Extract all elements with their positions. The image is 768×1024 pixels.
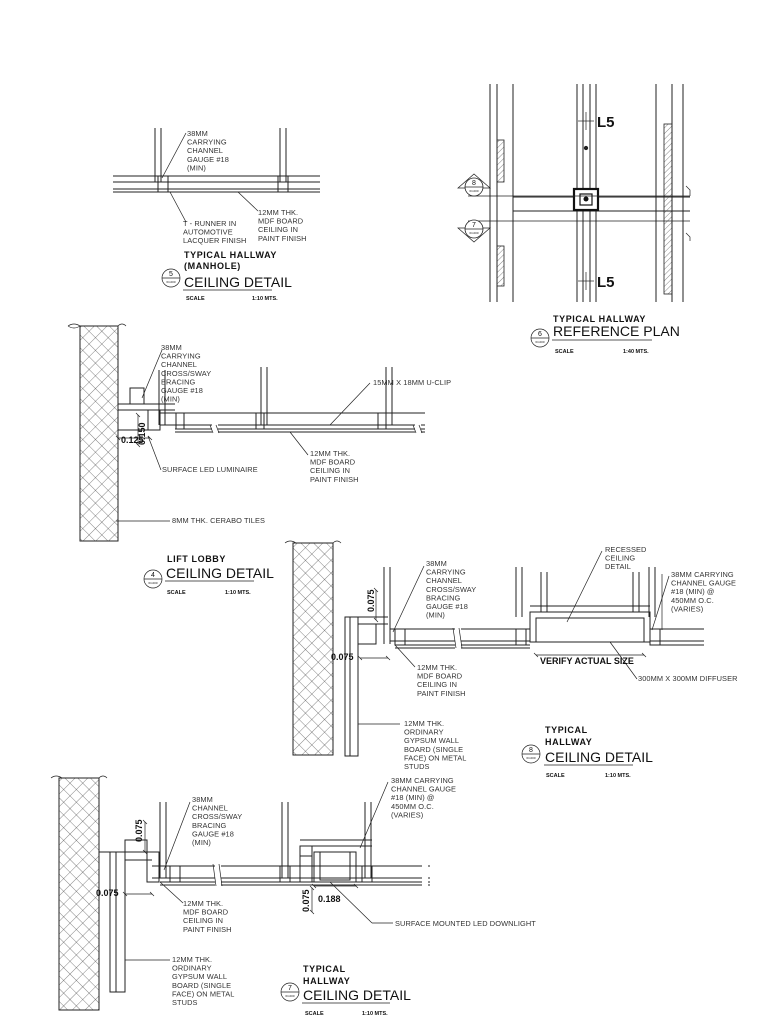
svg-text:ID-000: ID-000 <box>148 581 157 585</box>
svg-text:4: 4 <box>151 572 155 579</box>
dimension: 0.075 <box>331 652 354 662</box>
bubble-number: 5 <box>169 271 173 278</box>
detail-name: CEILING DETAIL <box>166 565 274 581</box>
dimension: 0.075 <box>301 889 311 912</box>
svg-text:ID-000: ID-000 <box>535 340 544 344</box>
verify-size-label: VERIFY ACTUAL SIZE <box>540 656 634 666</box>
dimension: 0.075 <box>366 589 376 612</box>
svg-text:7: 7 <box>288 985 292 992</box>
svg-text:8: 8 <box>529 747 533 754</box>
svg-text:ID-000: ID-000 <box>469 189 478 193</box>
dimension: 0.075 <box>134 819 144 842</box>
note: 300MM X 300MM DIFFUSER <box>638 674 738 683</box>
detail-name: CEILING DETAIL <box>303 987 411 1003</box>
scale-label: SCALE <box>186 296 205 302</box>
detail-5-title-block: TYPICAL HALLWAY(MANHOLE) 5 ID-000 CEILIN… <box>161 250 292 302</box>
detail-name: CEILING DETAIL <box>545 749 653 765</box>
svg-text:SCALE: SCALE <box>167 590 186 596</box>
scale-value: 1:10 MTS. <box>252 296 278 302</box>
note: 8MM THK. CERABO TILES <box>172 516 265 525</box>
section-marker-8: 8 ID-000 <box>457 173 491 197</box>
level-marker-l5: L5 <box>597 274 615 291</box>
svg-text:8: 8 <box>472 180 476 187</box>
section-marker-7: 7 ID-000 <box>457 219 491 243</box>
svg-text:SCALE: SCALE <box>546 773 565 779</box>
detail-name: CEILING DETAIL <box>184 274 292 290</box>
note: SURFACE LED LUMINAIRE <box>162 465 258 474</box>
bubble-sheet: ID-000 <box>166 280 175 284</box>
dimension: 0.075 <box>96 888 119 898</box>
detail-6-reference-plan: L5 L5 8 ID-000 7 ID-000 TYPICAL HALLWAY … <box>457 84 691 355</box>
detail-title: TYPICAL HALLWAY(MANHOLE) <box>184 250 277 271</box>
svg-text:ID-000: ID-000 <box>526 756 535 760</box>
svg-text:1:10 MTS.: 1:10 MTS. <box>605 773 631 779</box>
detail-title: TYPICAL HALLWAY <box>553 314 646 324</box>
note: 15MM X 18MM U-CLIP <box>373 378 451 387</box>
svg-text:6: 6 <box>538 331 542 338</box>
dimension: 0.188 <box>318 894 341 904</box>
svg-text:ID-000: ID-000 <box>285 994 294 998</box>
svg-text:1:40 MTS.: 1:40 MTS. <box>623 349 649 355</box>
level-marker-l5: L5 <box>597 114 615 131</box>
svg-text:ID-000: ID-000 <box>469 231 478 235</box>
svg-text:1:10 MTS.: 1:10 MTS. <box>225 590 251 596</box>
detail-6-title-block: TYPICAL HALLWAY 6 ID-000 REFERENCE PLAN … <box>530 314 680 355</box>
dimension: 0.150 <box>137 422 147 445</box>
svg-text:1:10 MTS.: 1:10 MTS. <box>362 1011 388 1017</box>
svg-text:SCALE: SCALE <box>305 1011 324 1017</box>
detail-name: REFERENCE PLAN <box>553 323 680 339</box>
detail-title: LIFT LOBBY <box>167 554 226 564</box>
note: SURFACE MOUNTED LED DOWNLIGHT <box>395 919 536 928</box>
detail-4-title-block: LIFT LOBBY 4 ID-000 CEILING DETAIL SCALE… <box>143 554 274 596</box>
svg-text:7: 7 <box>472 222 476 229</box>
svg-text:SCALE: SCALE <box>555 349 574 355</box>
dimension: 0.125 <box>121 435 144 445</box>
